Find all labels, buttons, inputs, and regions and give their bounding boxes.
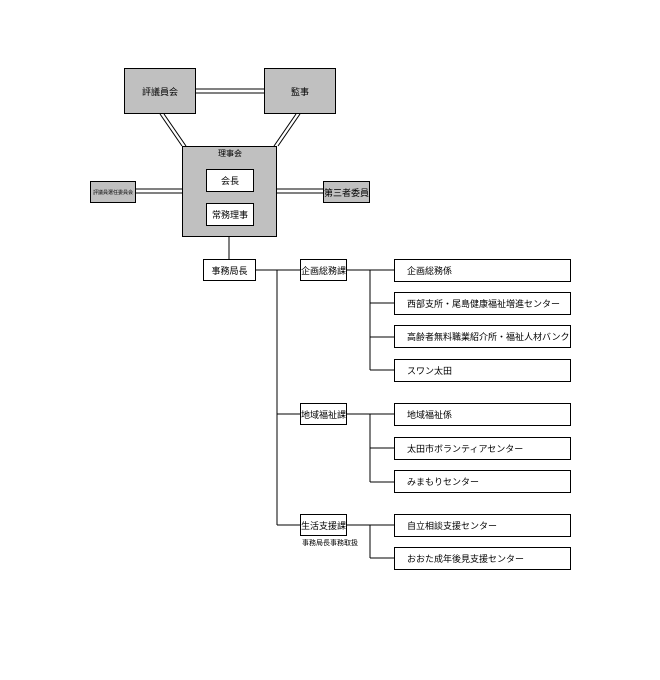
unit-box: スワン太田 [394,359,571,382]
executive-director-box: 常務理事 [206,203,254,226]
unit-label: 地域福祉係 [407,411,453,421]
division-living-support-box: 生活支援課 [300,514,347,536]
secretary-general-label: 事務局長 [211,266,248,277]
division-community-box: 地域福祉課 [300,403,347,425]
board-title: 理事会 [218,149,242,158]
nomination-committee-box: 評議員選任委員会 [90,181,136,203]
executive-director-label: 常務理事 [211,211,248,221]
unit-box: 地域福祉係 [394,403,571,426]
secretary-general-box: 事務局長 [203,259,256,281]
auditor-box: 監事 [264,68,336,114]
division-note: 事務局長事務取扱 [302,539,358,547]
unit-box: 自立相談支援センター [394,514,571,537]
unit-box: 太田市ボランティアセンター [394,437,571,460]
unit-box: 企画総務係 [394,259,571,282]
division-label: 企画総務課 [301,266,347,277]
division-label: 地域福祉課 [301,410,347,421]
division-planning-box: 企画総務課 [300,259,347,281]
council-label: 評議員会 [141,87,178,98]
unit-label: 西部支所・尾島健康福祉増進センター [407,300,561,310]
unit-label: みまもりセンター [407,478,480,488]
unit-label: おおた成年後見支援センター [407,555,525,565]
unit-box: おおた成年後見支援センター [394,547,571,570]
chairman-box: 会長 [206,169,254,192]
council-box: 評議員会 [124,68,196,114]
unit-label: スワン太田 [407,367,453,377]
nomination-committee-label: 評議員選任委員会 [92,189,133,196]
division-label: 生活支援課 [301,521,347,532]
third-party-committee-box: 第三者委員 [323,181,370,203]
unit-label: 太田市ボランティアセンター [407,445,524,455]
auditor-label: 監事 [290,87,309,98]
unit-box: みまもりセンター [394,470,571,493]
unit-label: 企画総務係 [407,267,453,277]
unit-label: 自立相談支援センター [407,522,498,532]
unit-box: 高齢者無料職業紹介所・福祉人材バンク [394,325,571,348]
unit-box: 西部支所・尾島健康福祉増進センター [394,292,571,315]
unit-label: 高齢者無料職業紹介所・福祉人材バンク [407,333,570,343]
third-party-committee-label: 第三者委員 [324,188,370,199]
chairman-label: 会長 [220,177,239,187]
